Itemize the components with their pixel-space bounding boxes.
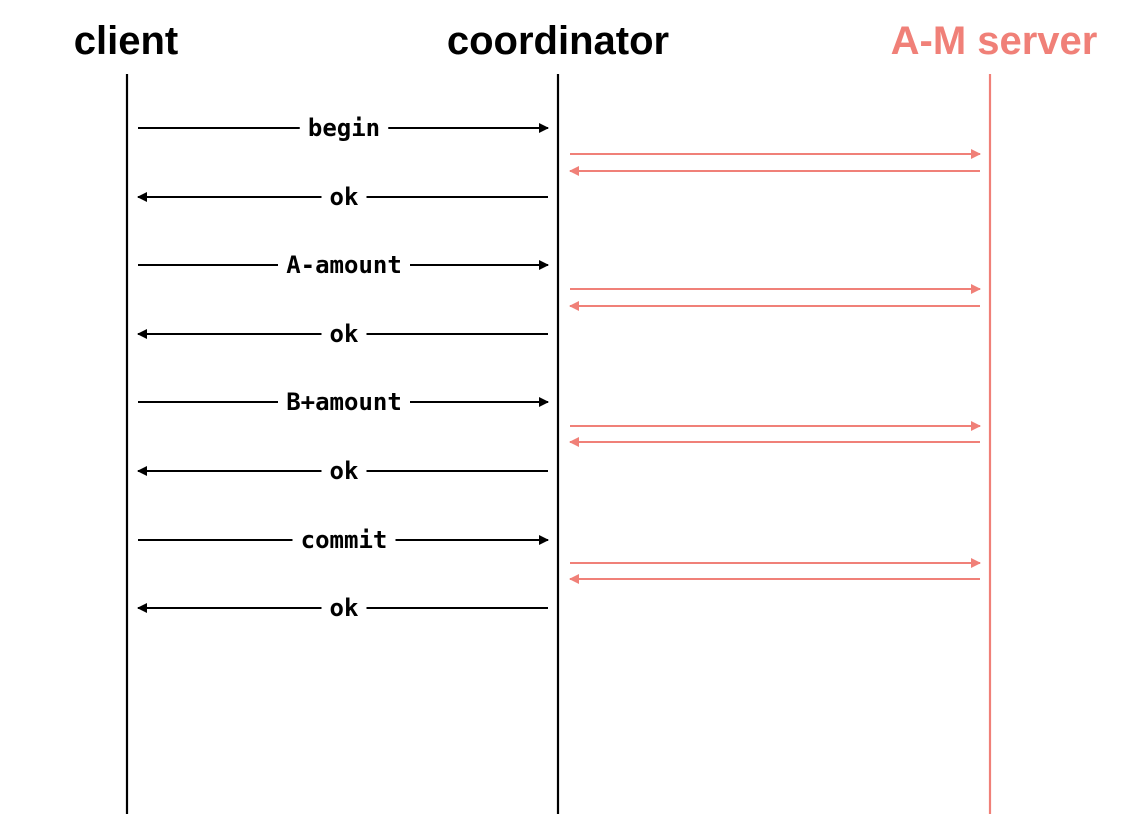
message-1: begin [138, 114, 549, 142]
message-label: begin [308, 114, 380, 142]
message-label: B+amount [286, 388, 402, 416]
message-label: ok [330, 457, 359, 485]
message-13: commit [138, 526, 549, 554]
message-8: ok [137, 320, 548, 348]
message-label: commit [301, 526, 388, 554]
message-label: ok [330, 594, 359, 622]
message-5: A-amount [138, 251, 549, 279]
message-4: ok [137, 183, 548, 211]
message-12: ok [137, 457, 548, 485]
participant-label-coordinator: coordinator [447, 19, 669, 63]
message-16: ok [137, 594, 548, 622]
message-label: A-amount [286, 251, 402, 279]
message-9: B+amount [138, 388, 549, 416]
participant-label-client: client [74, 19, 178, 63]
message-label: ok [330, 183, 359, 211]
message-label: ok [330, 320, 359, 348]
participant-label-am-server: A-M server [891, 19, 1098, 63]
